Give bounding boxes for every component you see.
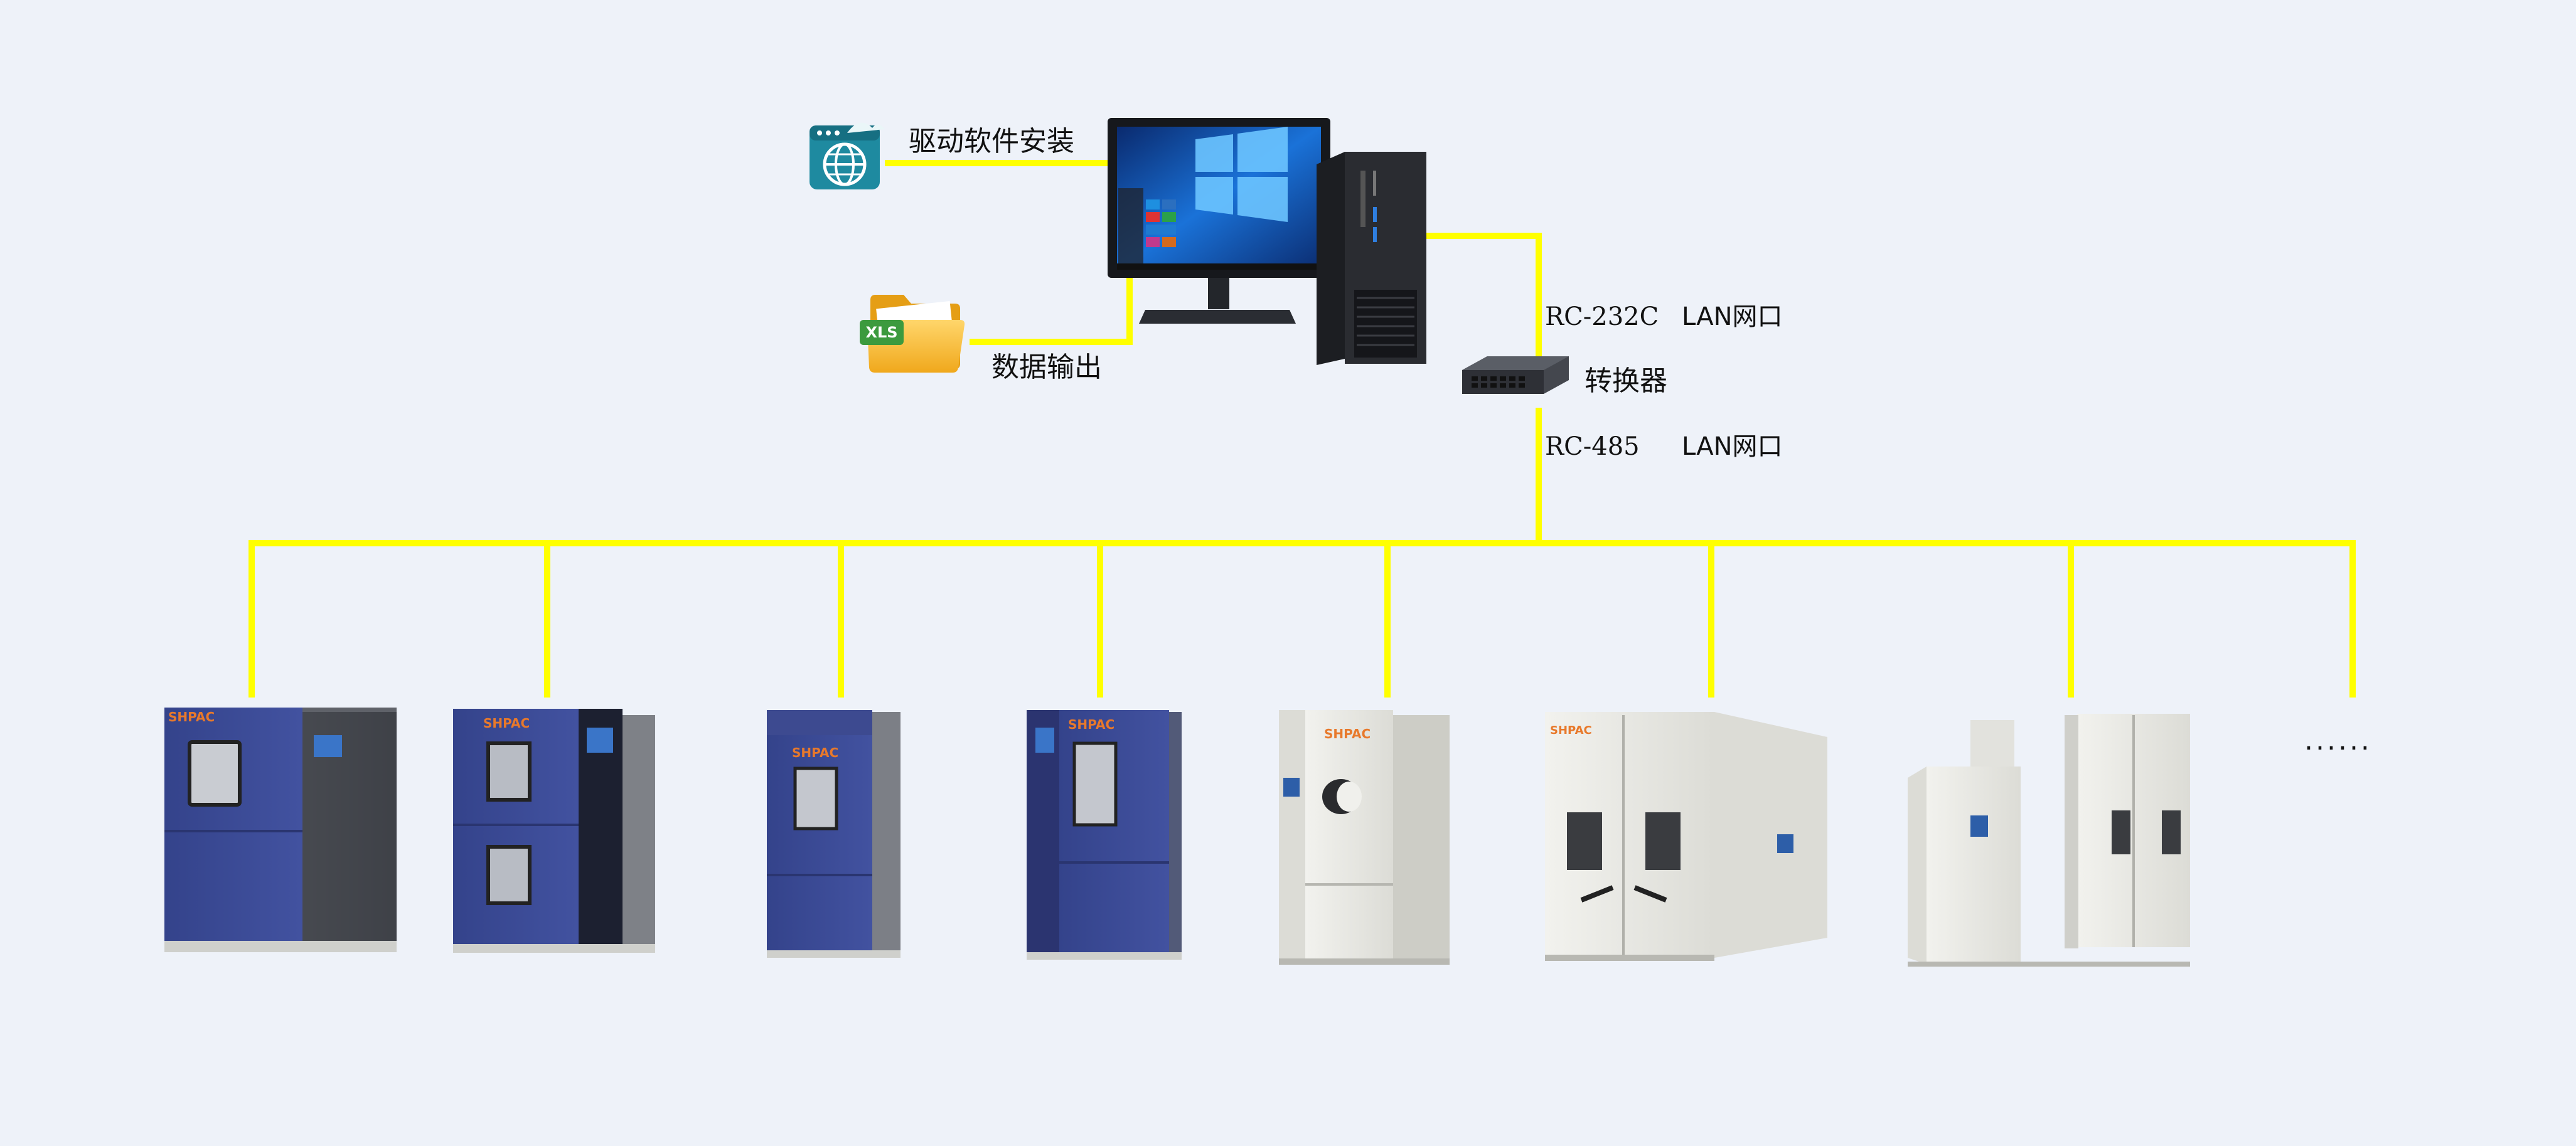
test-chamber-white: SHPAC bbox=[1279, 710, 1450, 965]
tower-vent bbox=[1354, 290, 1417, 358]
lan-port-bottom-label: LAN网口 bbox=[1682, 432, 1783, 461]
walk-in-chamber-large: SHPAC bbox=[1545, 712, 1827, 961]
brand-logo: SHPAC bbox=[792, 745, 838, 760]
cable-data-output bbox=[970, 276, 1133, 345]
thermal-shock-chamber-1: SHPAC bbox=[164, 708, 397, 952]
more-devices-ellipsis: ...... bbox=[2304, 724, 2372, 756]
network-switch-icon bbox=[1462, 356, 1569, 394]
data-output-label: 数据输出 bbox=[991, 351, 1102, 383]
monitor bbox=[1108, 118, 1330, 324]
brand-logo: SHPAC bbox=[1550, 724, 1592, 737]
lan-port-top-label: LAN网口 bbox=[1682, 302, 1783, 331]
converter-label: 转换器 bbox=[1585, 365, 1667, 397]
brand-logo: SHPAC bbox=[1324, 726, 1371, 741]
xls-folder-icon: XLS bbox=[860, 295, 965, 373]
test-chamber-blue-small: SHPAC bbox=[767, 710, 901, 958]
walk-in-chamber-with-cabinet bbox=[1908, 714, 2190, 967]
driver-install-label: 驱动软件安装 bbox=[909, 125, 1074, 157]
brand-logo: SHPAC bbox=[483, 716, 530, 731]
cable-pc-to-switch bbox=[1424, 233, 1542, 358]
rc485-label: RC-485 bbox=[1545, 432, 1640, 461]
cables bbox=[249, 160, 2356, 698]
brand-logo: SHPAC bbox=[168, 709, 215, 724]
brand-logo: SHPAC bbox=[1068, 717, 1114, 732]
globe-window-icon bbox=[810, 122, 885, 189]
test-chamber-blue-tall: SHPAC bbox=[1027, 710, 1182, 960]
rc232c-label: RC-232C bbox=[1545, 302, 1659, 331]
thermal-shock-chamber-2: SHPAC bbox=[453, 709, 655, 953]
xls-badge-text: XLS bbox=[865, 324, 897, 341]
pc-tower bbox=[1317, 152, 1426, 365]
